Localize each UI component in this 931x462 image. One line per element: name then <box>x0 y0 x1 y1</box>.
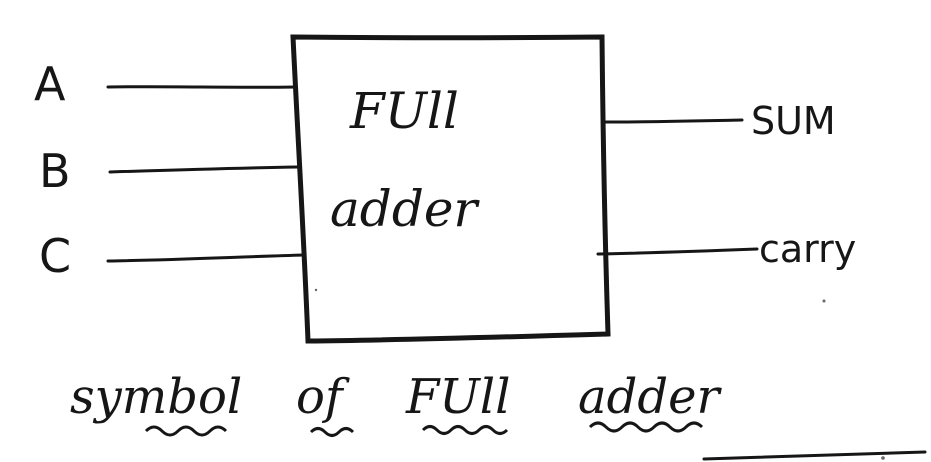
paper-mark <box>881 456 885 460</box>
full-adder-box <box>290 34 611 344</box>
input-a-label: A <box>34 57 66 111</box>
input-a-line <box>106 85 298 89</box>
output-carry-label: carry <box>759 227 856 271</box>
caption-word-full: FUll <box>405 369 510 425</box>
caption-underline-2 <box>309 427 355 437</box>
output-carry-group: carry <box>596 227 856 271</box>
input-b-label: B <box>39 144 71 198</box>
output-sum-label: SUM <box>751 99 836 143</box>
input-c-group: C <box>39 229 306 283</box>
caption-underline-3 <box>421 425 509 435</box>
output-sum-line <box>603 118 744 124</box>
output-sum-group: SUM <box>603 99 836 143</box>
input-c-line <box>106 253 306 263</box>
bottom-stray-line <box>702 450 927 461</box>
caption-underline-1 <box>144 425 228 437</box>
input-a-group: A <box>34 57 298 111</box>
caption-word-adder: adder <box>578 369 722 425</box>
paper-speck-2 <box>314 288 318 292</box>
output-carry-line <box>596 247 759 256</box>
caption-word-symbol: symbol <box>70 369 242 425</box>
input-c-label: C <box>39 229 71 283</box>
caption-group: symbol of FUll adder <box>70 369 722 437</box>
caption-underline-4 <box>588 421 704 433</box>
input-b-line <box>108 165 300 174</box>
block-label-line-1: FUll <box>349 82 459 140</box>
block-label-line-2: adder <box>330 180 480 238</box>
input-b-group: B <box>39 144 300 198</box>
full-adder-block: FUll adder <box>290 34 611 344</box>
paper-speck <box>822 299 826 303</box>
caption-word-of: of <box>296 369 350 425</box>
